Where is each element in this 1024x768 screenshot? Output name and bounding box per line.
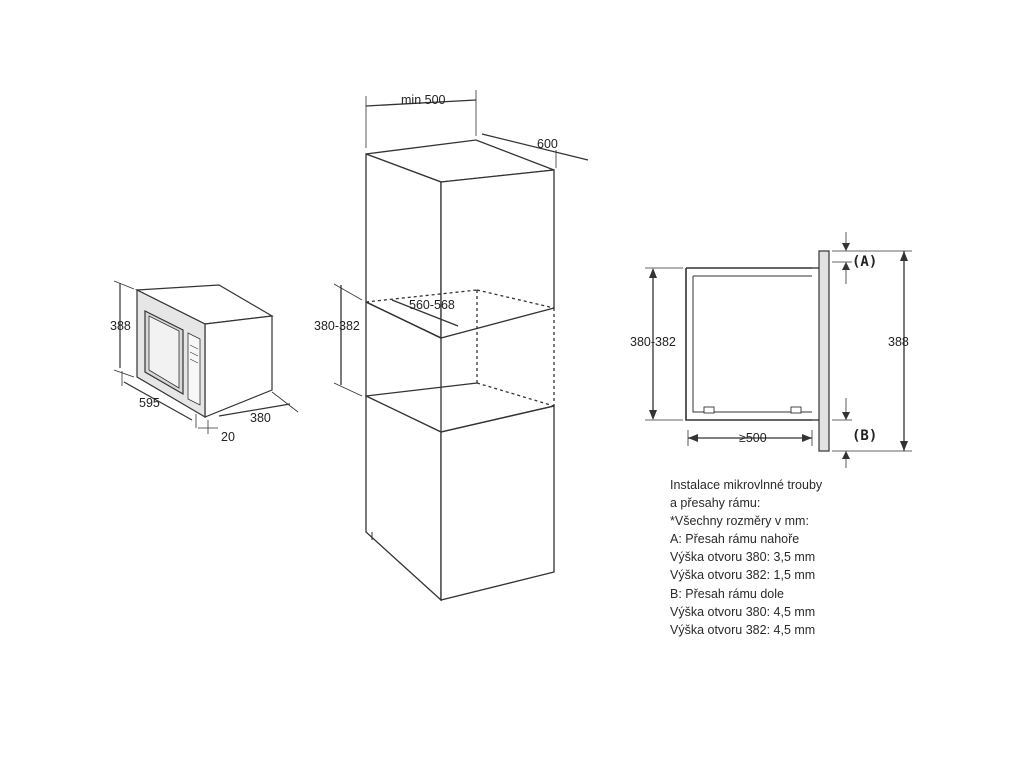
note-line: A: Přesah rámu nahoře — [670, 532, 800, 547]
section-label-a: (A) — [852, 254, 877, 270]
section-label-b: (B) — [852, 428, 877, 444]
note-line: Výška otvoru 380: 4,5 mm — [670, 604, 816, 619]
note-line: *Všechny rozměry v mm: — [670, 514, 809, 529]
microwave-height-dim: 388 — [110, 319, 131, 333]
cabinet-opening-depth-dim: 560-568 — [409, 298, 455, 312]
note-line: B: Přesah rámu dole — [670, 586, 784, 601]
microwave-width-dim: 595 — [139, 396, 160, 410]
note-line: Výška otvoru 382: 4,5 mm — [670, 622, 816, 637]
note-line: Výška otvoru 382: 1,5 mm — [670, 568, 816, 583]
section-arrows — [649, 243, 908, 459]
section-opening-height-dim: 380-382 — [630, 335, 676, 349]
microwave-depth-dim: 380 — [250, 411, 271, 425]
installation-notes: Instalace mikrovlnné trouby a přesahy rá… — [670, 476, 900, 639]
cabinet-min-width-dim: min 500 — [401, 93, 446, 107]
note-line: Instalace mikrovlnné trouby — [670, 478, 823, 492]
cabinet-depth-dim: 600 — [537, 137, 558, 151]
cabinet-opening-height-dim: 380-382 — [314, 319, 360, 333]
section-total-height-dim: 388 — [888, 335, 909, 349]
microwave-drawing — [113, 280, 299, 434]
note-line: a přesahy rámu: — [670, 496, 761, 511]
cabinet-drawing — [333, 90, 589, 602]
microwave-frame-dim: 20 — [221, 430, 235, 444]
section-min-depth-dim: ≥500 — [739, 431, 767, 445]
section-drawing — [645, 232, 912, 468]
note-line: Výška otvoru 380: 3,5 mm — [670, 550, 816, 565]
